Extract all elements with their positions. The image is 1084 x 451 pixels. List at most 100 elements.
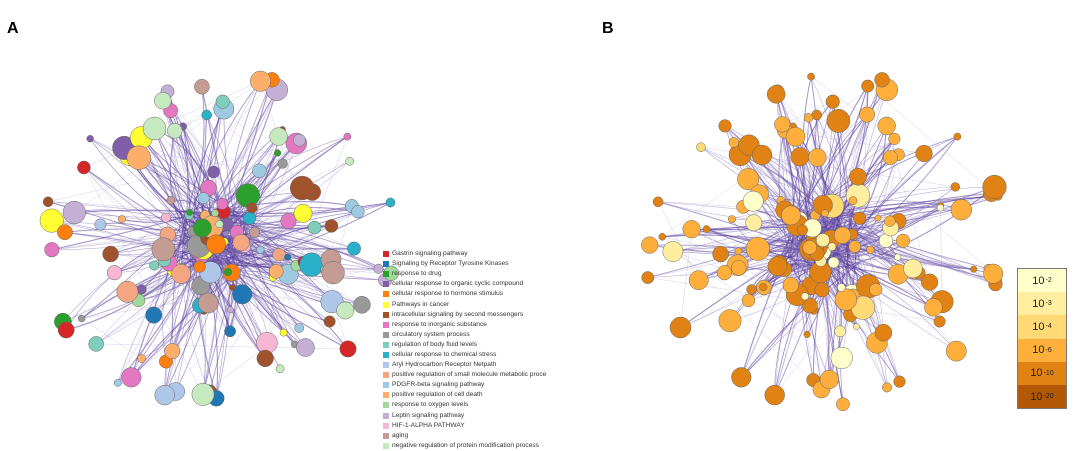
network-node: [45, 242, 60, 257]
legend-swatch: [383, 352, 389, 358]
legend-item: response to drug: [383, 269, 583, 279]
legend-swatch: [383, 443, 389, 449]
network-node: [934, 316, 945, 327]
network-node: [194, 261, 206, 273]
network-node: [853, 324, 859, 330]
network-node: [717, 265, 732, 280]
legend-item: Leptin signaling pathway: [383, 411, 583, 421]
network-node: [216, 95, 230, 109]
network-node: [270, 128, 288, 146]
network-node: [883, 150, 897, 164]
network-node: [274, 150, 281, 157]
network-node: [250, 71, 270, 91]
scale-cell: 10-20: [1018, 385, 1066, 408]
network-node: [122, 368, 142, 388]
network-node: [797, 225, 808, 236]
network-node: [198, 193, 209, 204]
network-node: [831, 347, 853, 369]
network-node: [296, 339, 314, 357]
network-node: [984, 264, 1003, 283]
network-node: [229, 284, 235, 290]
network-node: [689, 271, 708, 290]
network-node: [89, 336, 104, 351]
network-node: [732, 368, 752, 388]
legend-item: aging: [383, 431, 583, 441]
network-node: [172, 264, 191, 283]
network-node: [211, 210, 218, 217]
network-node: [849, 241, 861, 253]
network-node: [846, 184, 870, 208]
legend-swatch: [383, 332, 389, 338]
network-node: [324, 316, 335, 327]
network-edge: [940, 206, 942, 302]
network-node: [152, 238, 175, 261]
legend-swatch: [383, 372, 389, 378]
network-node: [276, 365, 284, 373]
network-node: [207, 235, 226, 254]
network-node: [828, 243, 836, 251]
network-diagram-b: [600, 0, 1020, 418]
legend-label: Pathways in cancer: [392, 300, 449, 310]
network-edge: [82, 319, 142, 359]
legend-item: cellular response to hormone stimulus: [383, 289, 583, 299]
legend-swatch: [383, 291, 389, 297]
network-node: [808, 73, 815, 80]
network-node: [202, 110, 212, 120]
network-node: [374, 264, 383, 273]
network-node: [278, 159, 288, 169]
network-node: [273, 248, 286, 261]
network-node: [225, 326, 236, 337]
legend-label: Gastrin signaling pathway: [392, 249, 468, 259]
network-node: [742, 294, 755, 307]
network-node: [815, 283, 829, 297]
legend-swatch: [383, 402, 389, 408]
network-node: [642, 272, 654, 284]
legend-label: response to drug: [392, 269, 442, 279]
network-node: [58, 322, 74, 338]
network-node: [835, 326, 846, 337]
network-node: [295, 323, 304, 332]
network-node: [670, 317, 691, 338]
network-node: [243, 212, 256, 225]
network-node: [812, 110, 822, 120]
legend-item: response to oxygen levels: [383, 400, 583, 410]
network-node: [728, 216, 735, 223]
network-node: [663, 241, 683, 261]
network-node: [713, 246, 729, 262]
network-node: [227, 307, 233, 313]
network-node: [804, 331, 811, 338]
legend-label: cellular response to chemical stress: [392, 350, 496, 360]
network-node: [308, 221, 321, 234]
network-node: [233, 234, 250, 251]
network-node: [290, 176, 314, 200]
network-node: [284, 254, 291, 261]
network-node: [150, 261, 159, 270]
network-node: [249, 227, 259, 237]
network-edge: [868, 86, 998, 196]
network-node: [889, 133, 901, 145]
network-node: [703, 226, 710, 233]
network-node: [746, 237, 769, 260]
network-node: [118, 216, 125, 223]
network-node: [937, 204, 944, 211]
network-node: [816, 233, 829, 246]
legend-swatch: [383, 342, 389, 348]
scale-cell: 10-2: [1018, 269, 1066, 292]
legend-item: response to inorganic substance: [383, 320, 583, 330]
network-node: [849, 197, 857, 205]
legend-swatch: [383, 281, 389, 287]
network-node: [280, 329, 287, 336]
network-node: [837, 284, 845, 292]
network-node: [765, 385, 785, 405]
legend-label: negative regulation of protein modificat…: [392, 441, 539, 451]
network-node: [217, 198, 228, 209]
network-node: [826, 95, 840, 109]
network-node: [821, 210, 828, 217]
network-node: [951, 183, 960, 192]
legend-item: Pathways in cancer: [383, 299, 583, 309]
network-node: [904, 259, 923, 278]
legend-item: Gastrin signaling pathway: [383, 249, 583, 259]
network-node: [269, 264, 283, 278]
